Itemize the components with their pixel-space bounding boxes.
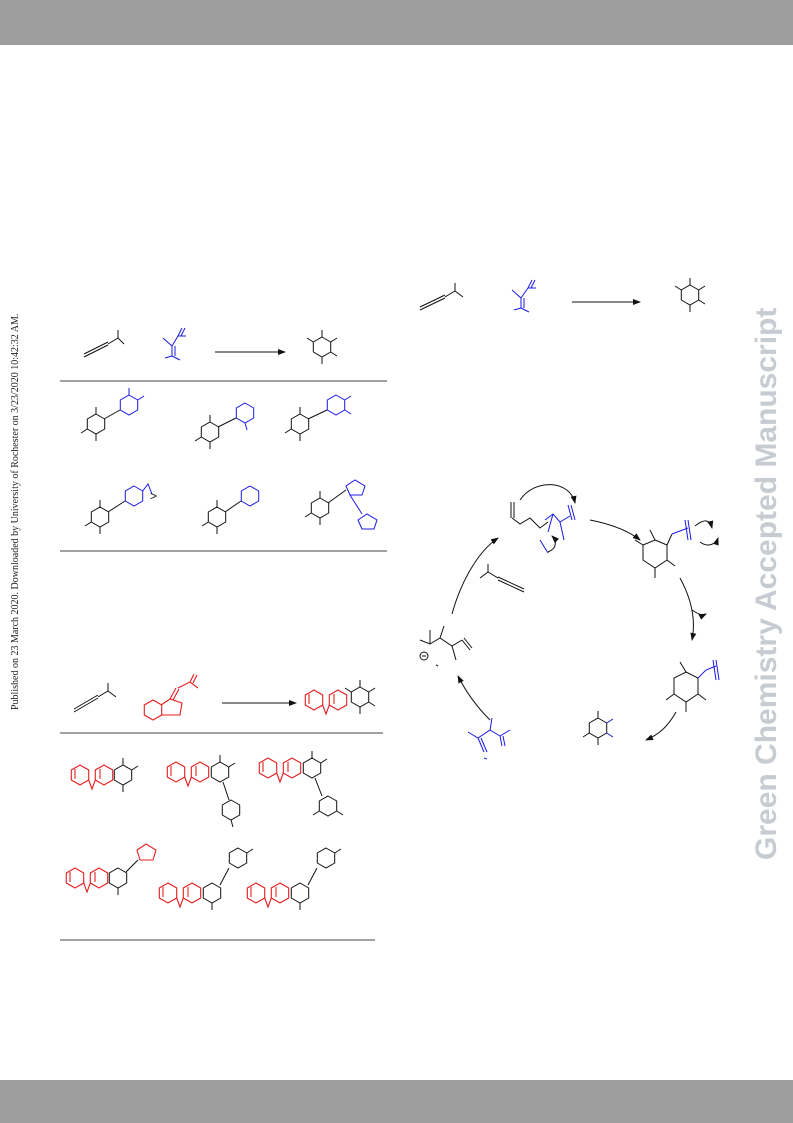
top-header-band [0, 0, 793, 45]
svg-text:>: > [150, 489, 157, 503]
catalytic-cycle [419, 484, 720, 760]
scheme-b-reaction [73, 673, 375, 721]
bottom-footer-band [0, 1080, 793, 1123]
general-reaction [419, 278, 705, 312]
scheme-a-products: > [81, 388, 378, 534]
scheme-b-products [66, 751, 344, 910]
scheme-a-reaction [83, 327, 337, 364]
